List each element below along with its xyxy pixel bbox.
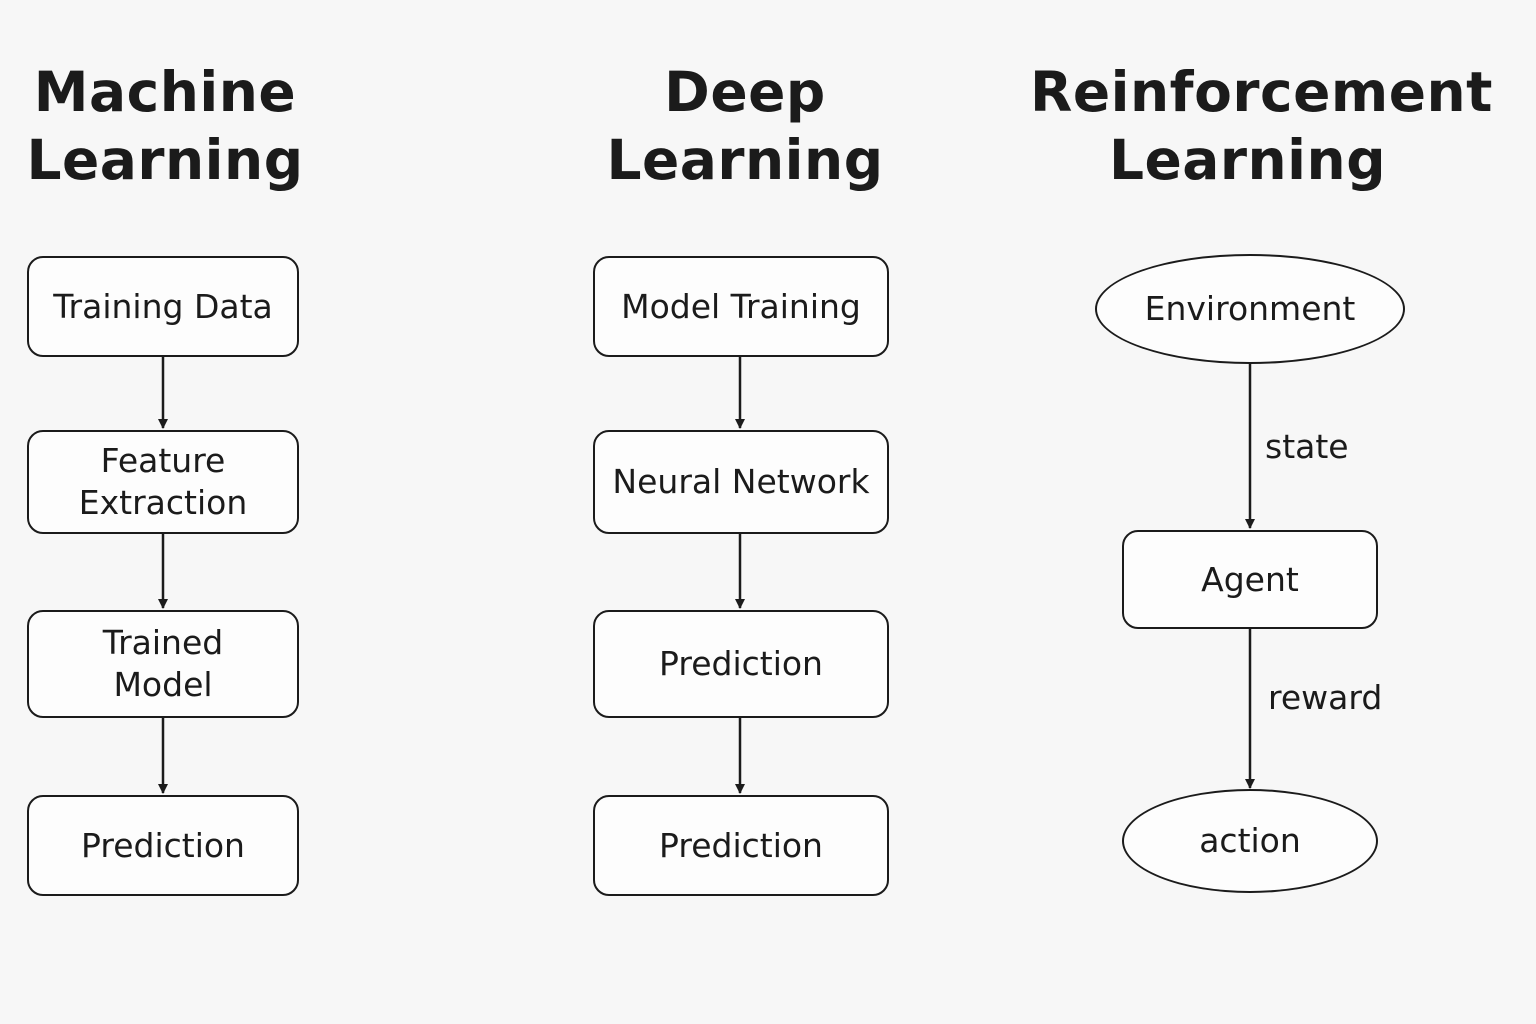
title-reinforcement-learning: Reinforcement Learning <box>1030 60 1493 192</box>
node-action: action <box>1122 789 1378 893</box>
node-environment: Environment <box>1095 254 1405 364</box>
node-neural-network: Neural Network <box>593 430 889 534</box>
title-deep-learning: Deep Learning <box>606 60 884 192</box>
node-trained-model: Trained Model <box>27 610 299 718</box>
node-label: Feature Extraction <box>78 441 248 522</box>
node-agent: Agent <box>1122 530 1378 629</box>
title-machine-learning: Machine Learning <box>26 60 304 192</box>
node-ml-prediction: Prediction <box>27 795 299 896</box>
node-label: Neural Network <box>612 462 870 501</box>
node-training-data: Training Data <box>27 256 299 357</box>
node-label: action <box>1199 821 1301 860</box>
node-label: Training Data <box>53 286 273 326</box>
node-dl-prediction-2: Prediction <box>593 795 889 896</box>
node-label: Prediction <box>659 644 823 683</box>
node-label: Model Training <box>621 286 861 326</box>
node-label: Agent <box>1201 559 1299 599</box>
node-label: Environment <box>1144 289 1356 328</box>
node-label: Trained Model <box>102 623 224 704</box>
node-label: Prediction <box>659 825 823 865</box>
node-label: Prediction <box>81 825 245 865</box>
node-dl-prediction-1: Prediction <box>593 610 889 718</box>
node-model-training: Model Training <box>593 256 889 357</box>
edge-label-state: state <box>1265 427 1349 466</box>
node-feature-extraction: Feature Extraction <box>27 430 299 534</box>
edge-label-reward: reward <box>1268 678 1383 717</box>
